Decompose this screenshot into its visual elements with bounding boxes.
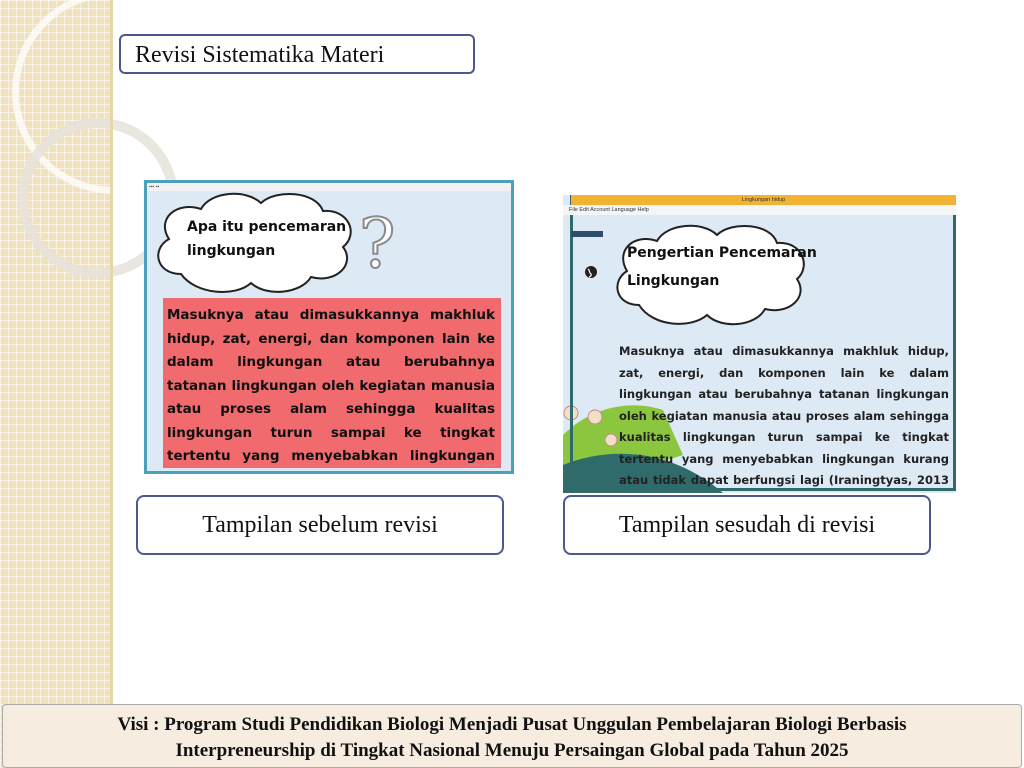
cloud-shape xyxy=(616,224,805,326)
vision-footer: Visi : Program Studi Pendidikan Biologi … xyxy=(2,704,1022,768)
question-mark-icon: ? xyxy=(358,204,396,285)
caption-after: Tampilan sesudah di revisi xyxy=(563,495,931,555)
slide-title: Revisi Sistematika Materi xyxy=(119,34,475,74)
definition-box: Masuknya atau dimasukkannya makhluk hidu… xyxy=(163,298,501,468)
after-revision-screenshot: Lingkungan hidup File Edit Account Langu… xyxy=(563,195,956,493)
cloud-heading-line: lingkungan xyxy=(187,243,276,259)
window-frame xyxy=(570,195,956,491)
menu-bar[interactable]: File Edit Account Language Help xyxy=(563,205,956,215)
menu-bar: ▪▪▪ ▪▪ xyxy=(147,183,511,191)
cloud-heading-line: Apa itu pencemaran xyxy=(187,219,347,235)
globe-icon xyxy=(585,266,597,278)
landscape-decoration xyxy=(563,405,723,493)
caption-before: Tampilan sebelum revisi xyxy=(136,495,504,555)
cloud-heading-line: Lingkungan xyxy=(627,273,720,289)
window-title-bar: Lingkungan hidup xyxy=(571,195,956,205)
decorative-left-strip xyxy=(0,0,216,768)
before-revision-screenshot: ▪▪▪ ▪▪ Apa itu pencemaran lingkungan ? M… xyxy=(144,180,514,474)
footer-line: Interpreneurship di Tingkat Nasional Men… xyxy=(175,740,849,761)
cloud-shape xyxy=(157,192,352,293)
footer-line: Visi : Program Studi Pendidikan Biologi … xyxy=(117,714,907,735)
cloud-heading-line: Pengertian Pencemaran xyxy=(627,245,817,261)
cloud-heading: Pengertian Pencemaran Lingkungan xyxy=(627,239,817,295)
watermark: ▫▫▫▫▫▫ ▫▫▫▫▫▫▫ xyxy=(467,463,497,469)
dark-accent-bar xyxy=(571,231,603,237)
definition-text: Masuknya atau dimasukkannya makhluk hidu… xyxy=(619,344,949,487)
definition-text: Masuknya atau dimasukkannya makhluk hidu… xyxy=(167,307,495,464)
cloud-heading: Apa itu pencemaran lingkungan xyxy=(187,215,346,263)
